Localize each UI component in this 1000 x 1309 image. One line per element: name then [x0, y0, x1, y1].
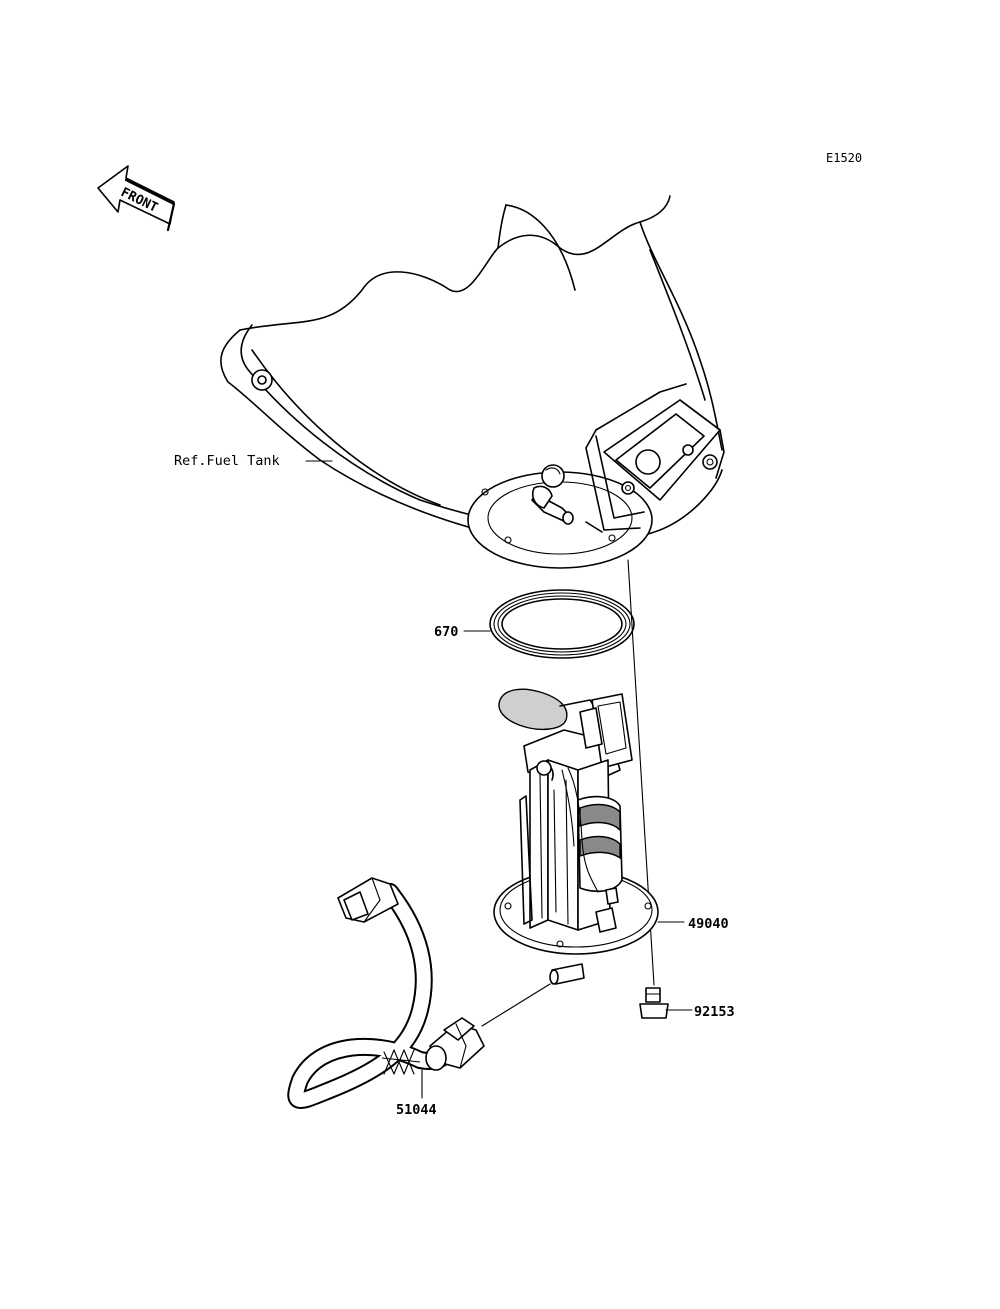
fuel-tank-illustration	[220, 195, 725, 569]
bolt-illustration	[639, 987, 669, 1019]
fuel-hose-illustration	[287, 877, 485, 1109]
diagram-code: E1520	[826, 151, 862, 165]
callout-fuel-tank: Ref.Fuel Tank	[174, 453, 280, 469]
gasket-illustration	[489, 589, 635, 659]
callout-bolt: 92153	[694, 1004, 735, 1020]
callout-gasket: 670	[434, 624, 458, 640]
front-arrow-icon: FRONT	[97, 165, 176, 232]
fuel-pump-illustration	[493, 688, 659, 985]
callout-hose: 51044	[396, 1102, 437, 1118]
callout-fuel-pump: 49040	[688, 916, 729, 932]
